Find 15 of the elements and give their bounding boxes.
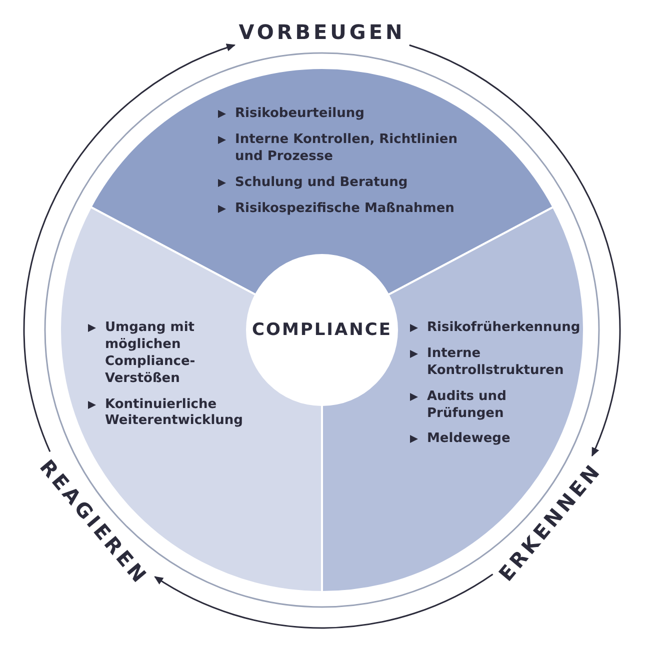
phase-label: VORBEUGEN xyxy=(238,20,406,44)
bullet-text: Interne Kontrollstrukturen xyxy=(427,346,565,380)
cycle-arrow xyxy=(409,44,620,457)
bullet-text: Interne Kontrollen, Richtlinien und Prozesse xyxy=(235,132,459,166)
bullet-text: Kontinuierliche Weiterentwicklung xyxy=(105,396,244,430)
center-label: COMPLIANCE xyxy=(252,320,392,340)
bullet-text: Risikospezifische Maßnahmen xyxy=(235,200,454,218)
bullet-text: Risikofrüherkennung xyxy=(427,320,580,337)
bullet-text: Schulung und Beratung xyxy=(235,174,408,192)
bullet-text: Risikobeurteilung xyxy=(235,106,364,123)
bullet-text: Audits und Prüfungen xyxy=(427,388,508,422)
bullet-text: Meldewege xyxy=(427,431,510,448)
bullet-text: Umgang mit möglichen Compliance-Verstößen xyxy=(105,320,196,388)
cycle-arrow xyxy=(24,44,236,452)
cycle-arrow xyxy=(154,574,494,629)
